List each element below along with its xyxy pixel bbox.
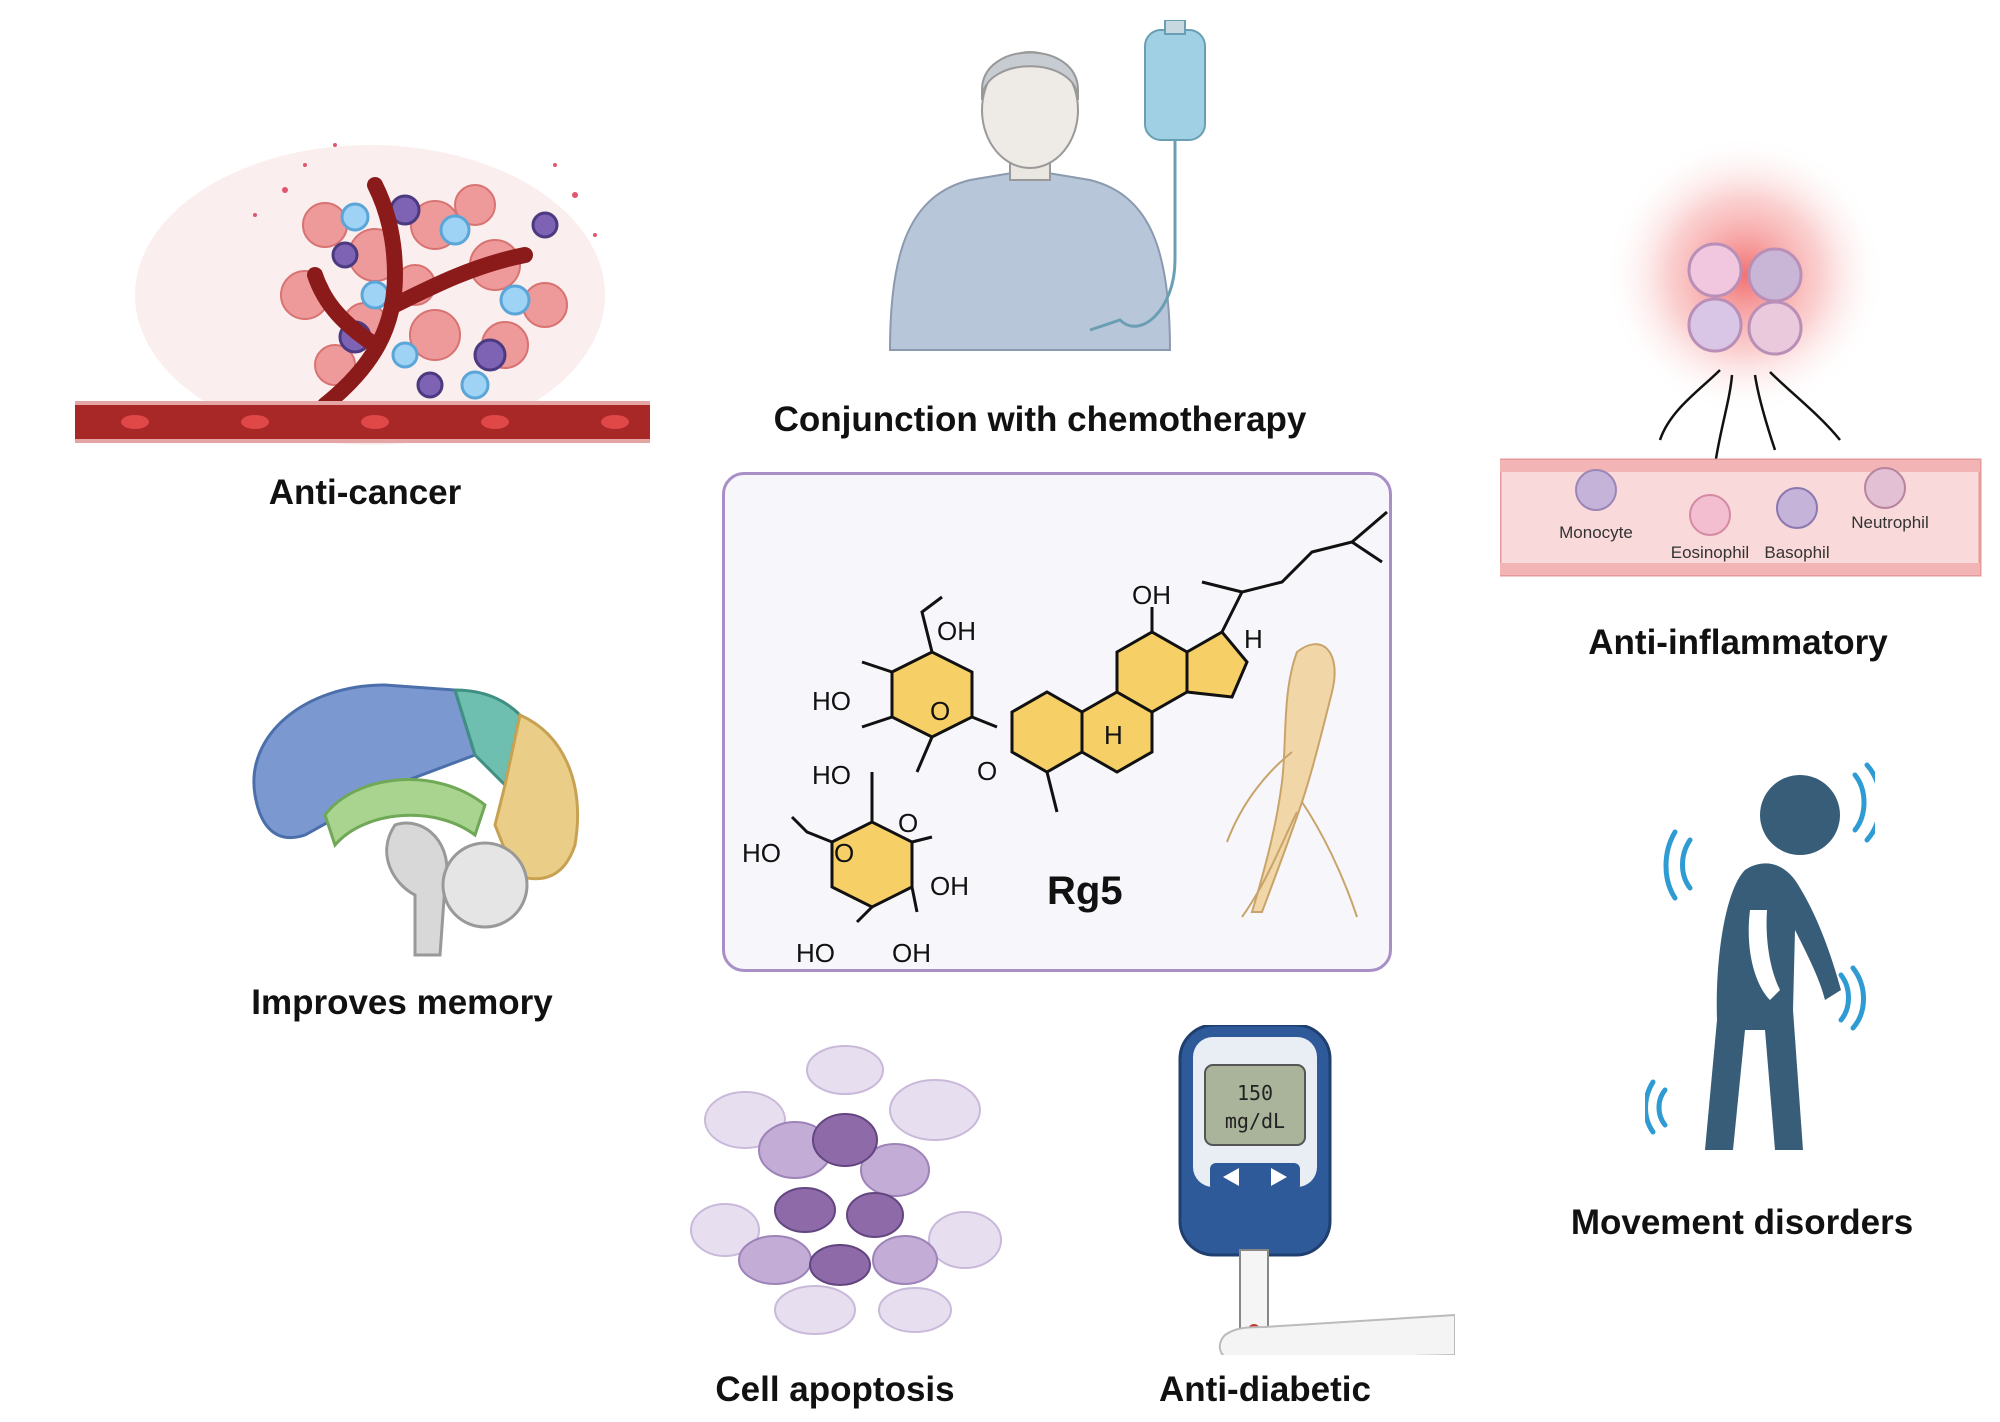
chemotherapy-patient-illustration [888,20,1206,351]
figure-body [1705,863,1841,1150]
glucometer-screen [1204,1064,1306,1146]
test-strip [1239,1249,1269,1331]
apoptotic-bodies-dark [774,1113,904,1286]
sugar-rings [830,650,974,909]
cell-apoptosis-label: Cell apoptosis [715,1370,955,1409]
movement-disorders-label: Movement disorders [1570,1203,1914,1242]
anti-cancer-label: Anti-cancer [268,473,462,512]
ginseng-root [1226,643,1358,918]
ho-sugar2-bottom: HO [796,938,835,968]
rg5-structure: OH HO HO O O O HO O OH HO OH OH H H Rg5 [742,510,1388,968]
eosinophil-label: Eosinophil [1671,543,1749,562]
anti-diabetic-label: Anti-diabetic [1159,1370,1371,1409]
figure-head [1760,775,1840,855]
oh-steroid: OH [1132,580,1171,610]
finger [1218,1313,1455,1355]
neutrophil-label: Neutrophil [1851,513,1929,532]
iv-bag [1144,29,1206,141]
o-ring-upper: O [930,696,950,726]
h-steroid-c9: H [1104,720,1123,750]
ring-a [1010,690,1084,774]
h-steroid-c17: H [1244,624,1263,654]
apoptotic-bodies-light [690,1045,1002,1335]
glucose-value: 150 [1237,1081,1273,1105]
brain-illustration [252,683,580,957]
basophil-cell [1776,487,1818,529]
steroid-rings [1010,630,1249,774]
oh-sugar2-bottom: OH [892,938,931,968]
glucometer-buttons [1210,1163,1300,1191]
apoptosis-illustration [690,1045,1002,1335]
eosinophil-cell [1689,494,1731,536]
tumor-illustration [75,143,650,445]
oh-top: OH [937,616,976,646]
basophil-label: Basophil [1764,543,1829,562]
iv-line [1089,140,1177,332]
glucose-unit: mg/dL [1225,1109,1285,1133]
brainstem [385,821,449,957]
cerebellum [441,841,529,929]
right-arrow-icon [1271,1168,1287,1186]
monocyte-cell [1575,469,1617,511]
o-glycoside: O [977,756,997,786]
ring-d [1185,630,1249,699]
figure-arm [1748,910,1780,1000]
monocyte-label: Monocyte [1559,523,1633,542]
neutrophil-cell [1864,467,1906,509]
patient-torso [888,168,1172,351]
tremor-figure-illustration [1645,762,1875,1150]
tremor-icon [1645,762,1875,1135]
red-blood-cells [121,415,629,429]
brain-limbic [323,778,487,848]
anti-inflammatory-label: Anti-inflammatory [1588,623,1888,662]
oh-sugar2-right: OH [930,871,969,901]
migration-arrows [1658,369,1841,466]
bonds [790,510,1388,924]
ho-upper: HO [812,686,851,716]
patient-cap [981,51,1079,101]
glucometer-illustration: 150 mg/dL [1178,1025,1455,1355]
brain-frontal [252,683,477,840]
o-link: O [898,808,918,838]
compound-name: Rg5 [1047,869,1123,913]
improves-memory-label: Improves memory [251,983,553,1022]
chemotherapy-label: Conjunction with chemotherapy [773,400,1307,439]
left-arrow-icon [1223,1168,1239,1186]
o-ring-lower: O [834,838,854,868]
inflamed-cells [1687,242,1803,356]
ho-sugar2: HO [742,838,781,868]
inflammation-illustration: Monocyte Eosinophil Basophil Neutrophil [1500,135,1982,577]
inflammation-glow [1605,135,1885,415]
immune-cells-blue [340,202,531,400]
tumor-blood-vessel-branch [307,177,533,413]
ho-lower: HO [812,760,851,790]
